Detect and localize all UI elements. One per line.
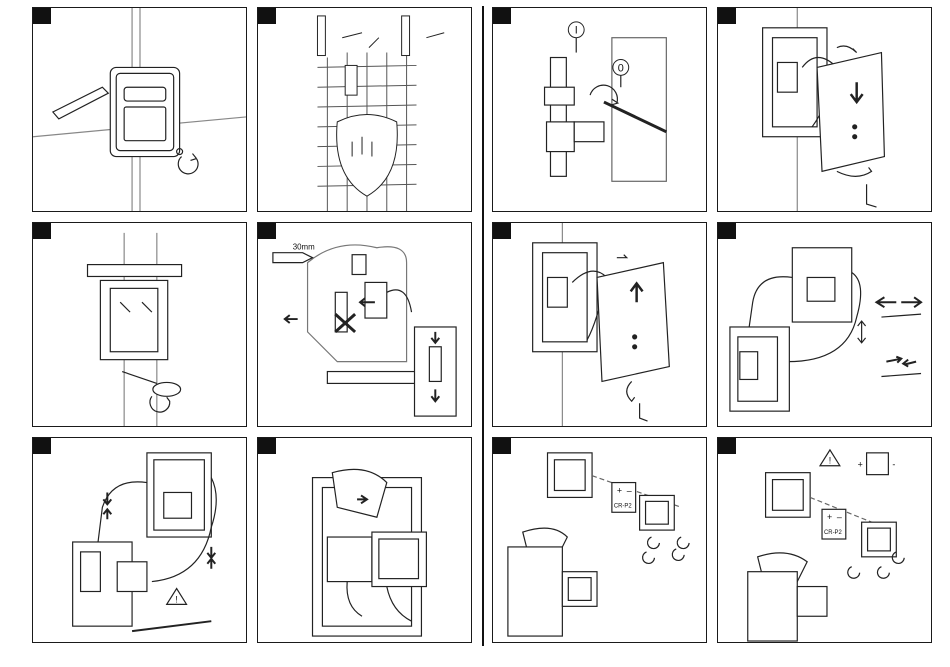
battery-type-label: CR-P2 [614, 503, 632, 509]
panel-step-2 [257, 7, 472, 212]
warning-triangle-icon: ! [820, 450, 840, 466]
panel-step-11: + – CR-P2 [492, 437, 707, 643]
panel-step-1 [32, 7, 247, 212]
warning-triangle-icon: ! [167, 589, 187, 605]
battery-plus-label: + [827, 512, 832, 522]
panel-step-12: ! + – CR-P2 + - [717, 437, 932, 643]
illustration-detach-cover-plate [718, 8, 931, 211]
panel-step-6: 30mm [257, 222, 472, 427]
panel-step-8 [717, 222, 932, 427]
illustration-install-control-unit [258, 438, 471, 642]
panel-step-4 [717, 7, 932, 212]
off-symbol-label: 0 [618, 62, 624, 74]
svg-text:!: ! [829, 456, 831, 466]
illustration-plug-in-cable: ! [33, 438, 246, 642]
polarity-minus-label: - [892, 460, 895, 470]
battery-minus-label: – [837, 512, 842, 522]
battery-minus-label: – [627, 485, 632, 495]
illustration-mounting-frame [33, 223, 246, 426]
illustration-insert-battery: + – CR-P2 [493, 438, 706, 642]
svg-text:!: ! [175, 594, 177, 604]
illustration-battery-polarity: ! + – CR-P2 + - [718, 438, 931, 642]
column-divider [482, 6, 484, 646]
illustration-shut-off-valve: I 0 [493, 8, 706, 211]
polarity-plus-label: + [858, 460, 863, 470]
illustration-urinal-valves [258, 8, 471, 211]
illustration-replace-fitting: 30mm [258, 223, 471, 426]
illustration-connect-cable [718, 223, 931, 426]
illustration-attach-cover-plate [493, 223, 706, 426]
illustration-remove-cover [33, 8, 246, 211]
on-symbol-label: I [575, 25, 578, 37]
battery-plus-label: + [617, 485, 622, 495]
panel-step-9: ! [32, 437, 247, 643]
wrench-size-label: 30mm [293, 243, 315, 252]
panel-step-5 [32, 222, 247, 427]
battery-type-label: CR-P2 [824, 530, 842, 536]
panel-step-10 [257, 437, 472, 643]
panel-step-3: I 0 [492, 7, 707, 212]
panel-step-7 [492, 222, 707, 427]
